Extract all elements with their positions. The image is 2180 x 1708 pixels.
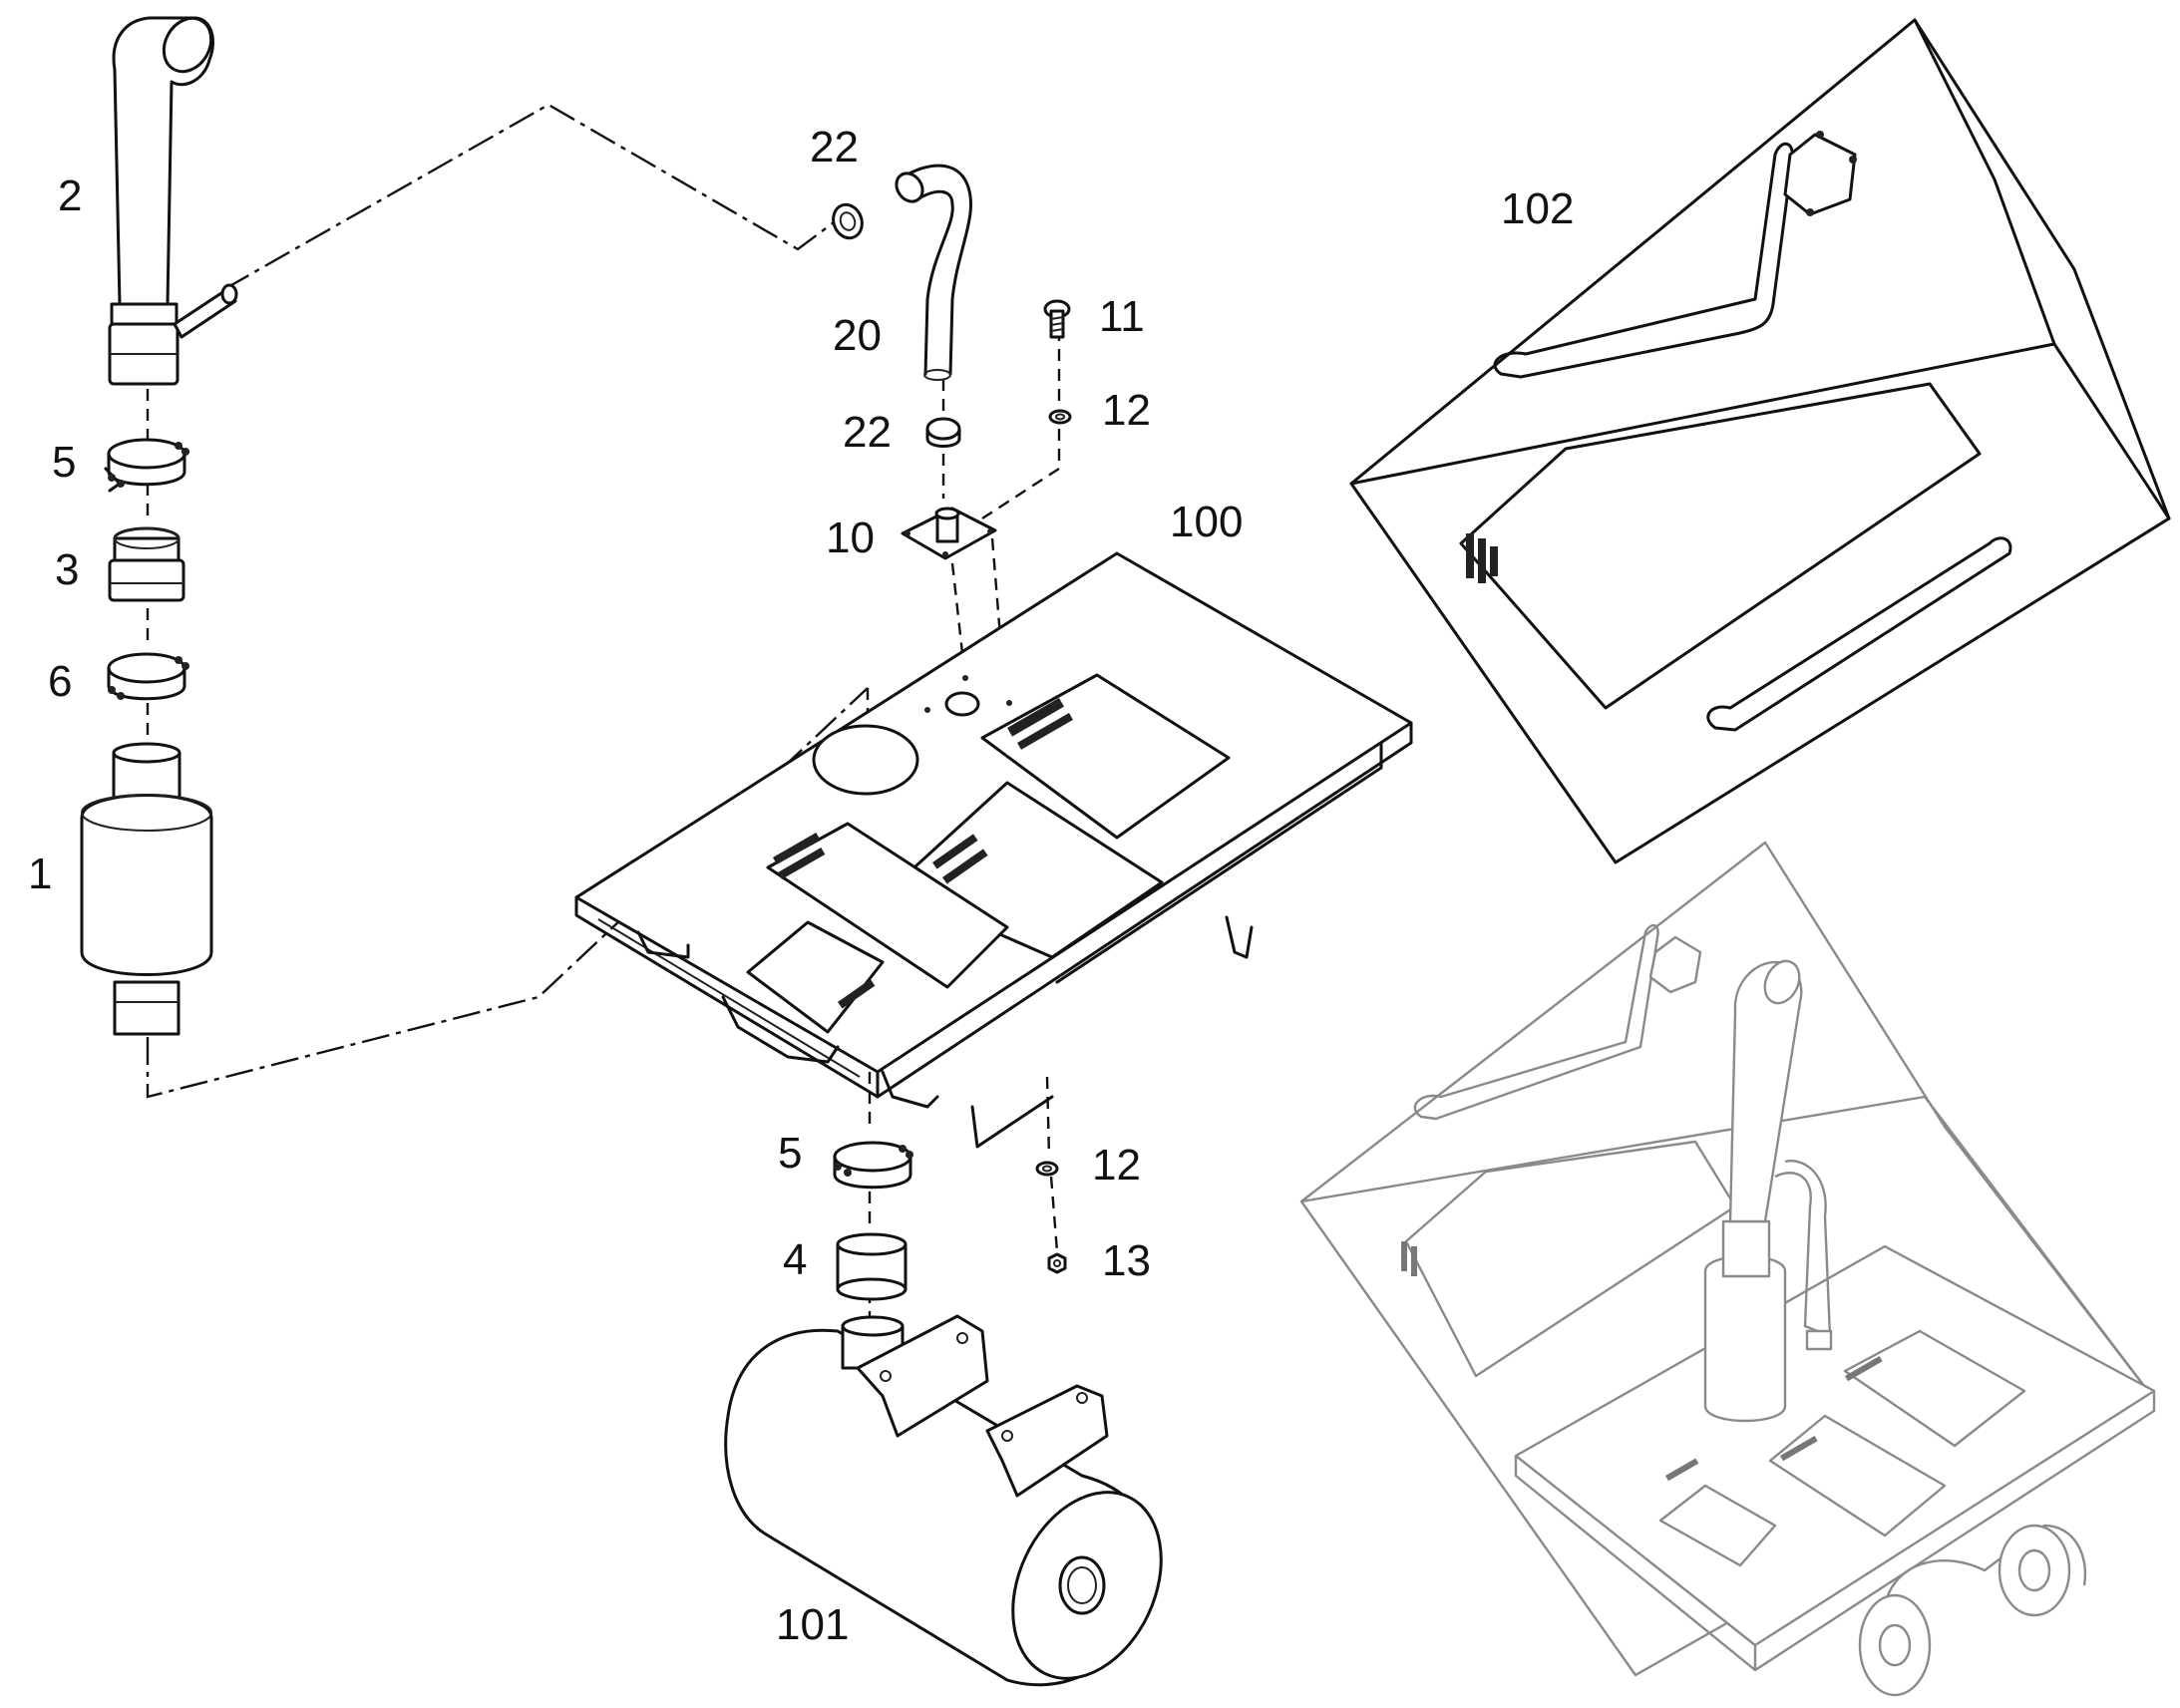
washer-bottom [1035,1161,1059,1177]
axis-washer-nut [1049,1176,1059,1252]
hose-clamp-bottom [925,417,961,448]
callout-nut: 13 [1102,1236,1151,1285]
dashline-pipe-to-hose [223,103,839,291]
muffler [724,1314,1163,1687]
callout-hose-clamp-top: 22 [810,123,859,171]
callout-hood-panel: 102 [1501,184,1575,233]
assembled-reference-view [1299,841,2156,1697]
callout-clamp-under-plate: 5 [778,1129,803,1178]
tail-pipe [108,16,238,386]
bolt [1043,299,1071,339]
callout-hose-clamp-bottom: 22 [843,408,892,457]
hood-panel [1349,18,2171,864]
axis-fitting-plate-1 [950,562,969,699]
callout-clamp-lower: 6 [48,657,73,706]
callout-silencer: 1 [28,850,53,898]
callout-bolt: 11 [1099,292,1145,341]
callout-adapter: 3 [55,545,80,594]
callout-muffler: 101 [776,1600,850,1649]
callout-clamp-upper: 5 [52,438,77,487]
axis-fitting-plate-2 [990,537,1007,699]
adapter [108,526,185,602]
washer-top [1048,409,1072,425]
hose [895,164,972,381]
clamp-under-plate [833,1141,913,1190]
axis-plate-washer [1045,1076,1051,1158]
hose-clamp-top [832,202,864,240]
hood-decal-hatching [1466,533,1498,583]
hose-fitting-plate [901,507,997,560]
callout-fitting-plate: 10 [826,513,875,562]
sleeve [836,1232,908,1301]
callout-cover-plate: 100 [1170,498,1244,546]
callout-hose: 20 [833,311,882,360]
callout-tail-pipe: 2 [58,171,83,220]
nut [1047,1252,1067,1274]
silencer [80,742,213,1036]
cover-plate [574,551,1413,1149]
clamp-upper [104,438,189,493]
callout-washer-top: 12 [1102,386,1151,435]
callout-sleeve: 4 [783,1235,808,1284]
axis-washer-fitting [981,429,1061,520]
dashline-silencer-to-plate [146,687,869,1099]
clamp-lower [107,652,189,701]
decal-hatching [773,698,1073,1009]
callout-washer-bottom: 12 [1092,1141,1141,1190]
